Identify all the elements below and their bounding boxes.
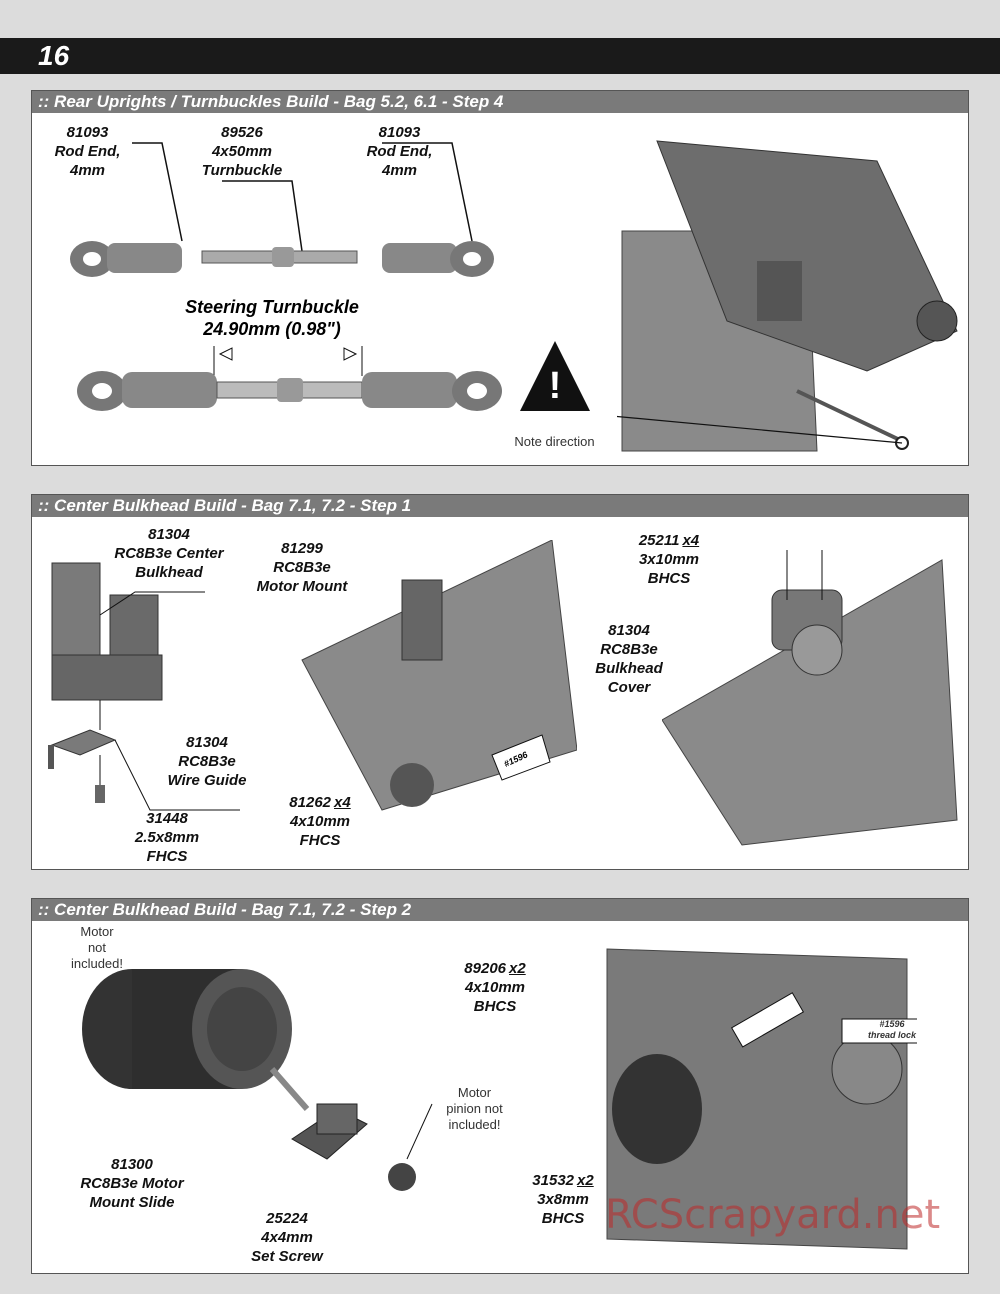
chassis-step1-cover-illustration <box>662 550 958 846</box>
part-label-center-bulkhead: 81304 RC8B3e Center Bulkhead <box>114 526 224 581</box>
part-label-motor-mount: 81299 RC8B3e Motor Mount <box>256 540 348 595</box>
section-title: :: Rear Uprights / Turnbuckles Build - B… <box>32 91 968 113</box>
part-label-motor-mount-slide: 81300 RC8B3e Motor Mount Slide <box>80 1156 184 1211</box>
part-label-rod-end-left: 81093 Rod End, 4mm <box>54 124 121 179</box>
thread-lock-label: #1596 thread lock <box>867 1019 916 1040</box>
center-bulkhead-illustration <box>48 562 240 811</box>
note-direction: Note direction <box>514 434 595 449</box>
steering-turnbuckle-illustration <box>77 346 502 411</box>
svg-text:!: ! <box>549 365 562 407</box>
section-step-2: :: Center Bulkhead Build - Bag 7.1, 7.2 … <box>31 898 969 1274</box>
part-label-turnbuckle: 89526 4x50mm Turnbuckle <box>201 124 283 179</box>
section-step-4: :: Rear Uprights / Turnbuckles Build - B… <box>31 90 969 466</box>
page-number: 16 <box>38 40 70 71</box>
motor-assembly-illustration <box>82 969 433 1191</box>
part-label-set-screw: 25224 4x4mm Set Screw <box>251 1210 323 1265</box>
part-label-wire-guide: 81304 RC8B3e Wire Guide <box>167 734 247 789</box>
rear-suspension-assembly-illustration <box>617 140 958 452</box>
chassis-step2-illustration <box>606 948 917 1250</box>
part-label-rod-end-right: 81093 Rod End, 4mm <box>366 124 433 179</box>
page-header-bar <box>0 38 1000 74</box>
section-title: :: Center Bulkhead Build - Bag 7.1, 7.2 … <box>32 899 968 921</box>
steering-turnbuckle-title: Steering Turnbuckle 24.90mm (0.98") <box>185 297 359 339</box>
turnbuckle-parts-illustration <box>70 142 494 277</box>
part-label-bulkhead-cover: 81304 RC8B3e Bulkhead Cover <box>595 622 663 696</box>
part-label-fhcs-small: 31448 2.5x8mm FHCS <box>134 810 200 865</box>
note-pinion-not-included: Motor pinion not included! <box>446 1085 503 1132</box>
note-motor-not-included: Motor not included! <box>70 924 124 971</box>
section-step-1: :: Center Bulkhead Build - Bag 7.1, 7.2 … <box>31 494 969 870</box>
watermark: RCScrapyard.net <box>605 1192 941 1238</box>
warning-icon: ! <box>520 341 590 411</box>
section-title: :: Center Bulkhead Build - Bag 7.1, 7.2 … <box>32 495 968 517</box>
chassis-step1-illustration: #1596 <box>301 540 577 811</box>
